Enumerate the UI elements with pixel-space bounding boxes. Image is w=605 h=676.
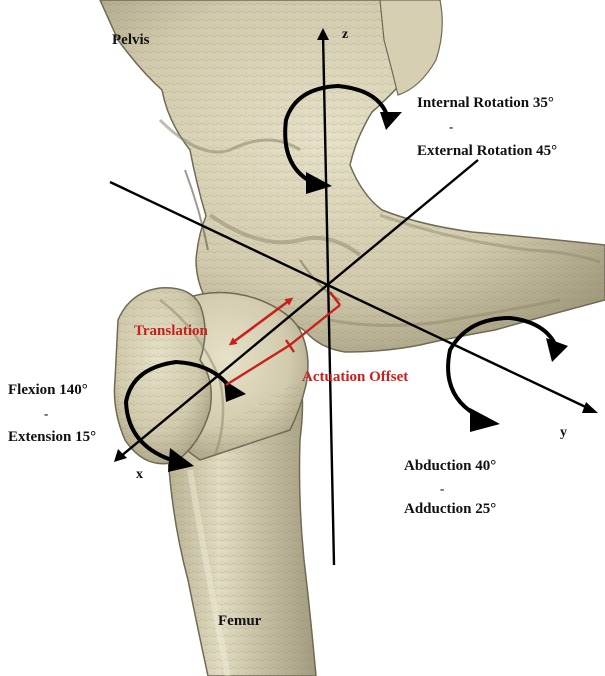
femur-label: Femur <box>218 614 261 629</box>
extension-label: Extension 15° <box>8 430 96 445</box>
abduction-label: Abduction 40° <box>404 459 496 474</box>
internal-rotation-label: Internal Rotation 35° <box>417 96 554 111</box>
abduction-range-separator: - <box>440 482 444 495</box>
rotation-range-separator: - <box>449 120 453 133</box>
z-axis-label: z <box>342 28 348 42</box>
external-rotation-label: External Rotation 45° <box>417 144 557 159</box>
y-axis-arrowhead <box>582 402 598 413</box>
pelvis-label: Pelvis <box>112 33 150 48</box>
actuation-offset-label: Actuation Offset <box>302 370 408 385</box>
translation-label: Translation <box>134 324 208 339</box>
flexion-range-separator: - <box>44 407 48 420</box>
x-axis-arrowhead <box>114 449 127 462</box>
x-axis-label: x <box>136 468 143 482</box>
femur-bone <box>114 288 316 676</box>
y-axis-label: y <box>560 426 567 440</box>
flexion-label: Flexion 140° <box>8 383 88 398</box>
adduction-label: Adduction 25° <box>404 502 496 517</box>
